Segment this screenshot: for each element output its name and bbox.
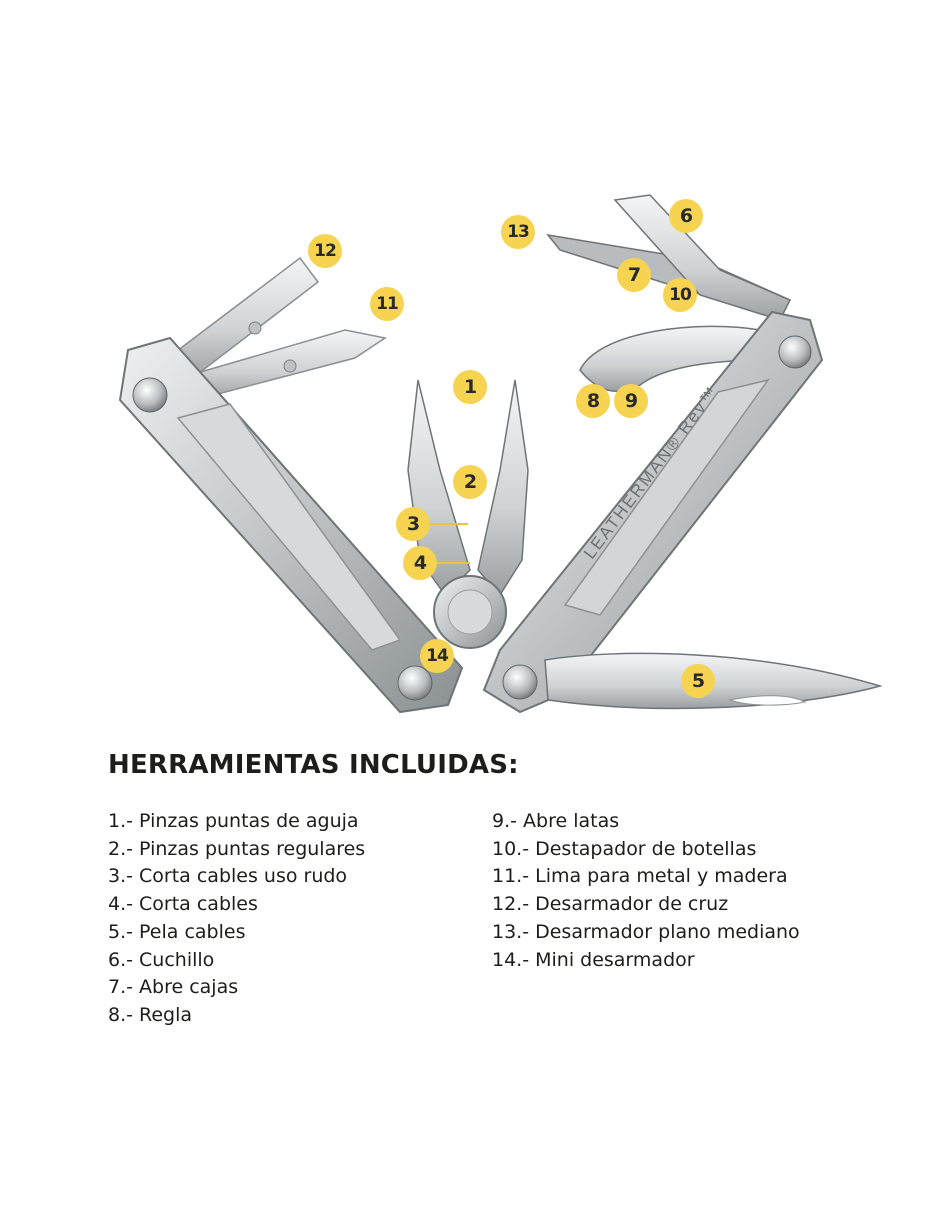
callout-13: 13 — [501, 215, 535, 249]
pivot-screw — [132, 377, 168, 413]
callout-2: 2 — [453, 465, 487, 499]
list-item: 13.- Desarmador plano mediano — [492, 920, 800, 943]
callout-14: 14 — [420, 639, 454, 673]
list-item: 7.- Abre cajas — [108, 976, 239, 999]
pivot-screw — [502, 664, 538, 700]
callout-6: 6 — [669, 199, 703, 233]
pliers — [407, 379, 529, 649]
callout-4: 4 — [403, 546, 437, 580]
list-item: 6.- Cuchillo — [108, 948, 215, 971]
list-item: 8.- Regla — [108, 1003, 193, 1026]
list-item: 11.- Lima para metal y madera — [492, 865, 788, 888]
pivot-screw — [778, 335, 812, 369]
callout-8: 8 — [576, 384, 610, 418]
callout-5: 5 — [681, 664, 715, 698]
multitool-diagram: LEATHERMAN® Rev™ 1 2 3 4 5 6 7 8 9 10 11… — [118, 194, 883, 714]
list-item: 3.- Corta cables uso rudo — [108, 865, 348, 888]
list-item: 4.- Corta cables — [108, 893, 258, 916]
callout-11: 11 — [370, 287, 404, 321]
callout-7: 7 — [617, 258, 651, 292]
pivot-screw — [397, 665, 433, 701]
callout-3: 3 — [396, 507, 430, 541]
callout-1: 1 — [453, 370, 487, 404]
left-handle — [118, 336, 464, 714]
knife-hook-tool — [613, 194, 792, 321]
right-tools — [546, 194, 792, 392]
list-item: 1.- Pinzas puntas de aguja — [108, 810, 359, 832]
callout-9: 9 — [614, 384, 648, 418]
tool-list-right: 9.- Abre latas 10.- Destapador de botell… — [492, 808, 800, 974]
multitool-illustration: LEATHERMAN® Rev™ — [118, 194, 883, 714]
section-title: HERRAMIENTAS INCLUIDAS: — [108, 750, 519, 780]
list-item: 5.- Pela cables — [108, 920, 246, 943]
list-item: 12.- Desarmador de cruz — [492, 893, 729, 916]
callout-12: 12 — [308, 234, 342, 268]
tool-list-left: 1.- Pinzas puntas de aguja 2.- Pinzas pu… — [108, 808, 365, 1030]
list-item: 2.- Pinzas puntas regulares — [108, 837, 366, 860]
callout-10: 10 — [663, 278, 697, 312]
list-item: 10.- Destapador de botellas — [492, 837, 757, 860]
left-tools — [163, 256, 387, 401]
list-item: 14.- Mini desarmador — [492, 948, 695, 971]
list-item: 9.- Abre latas — [492, 810, 620, 832]
